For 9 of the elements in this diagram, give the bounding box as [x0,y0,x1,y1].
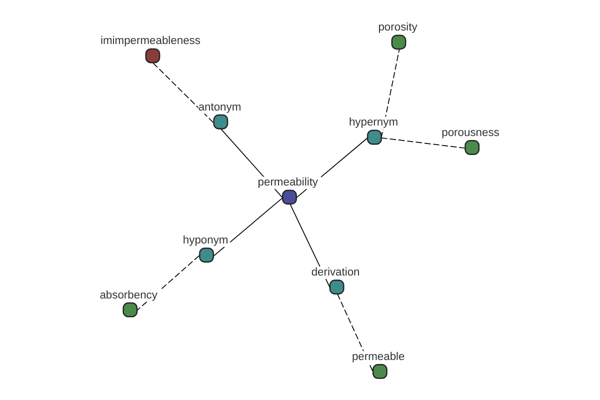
connector [152,62,214,123]
connector [336,293,374,373]
node-label: imimpermeableness [100,35,200,48]
node-label: porosity [378,22,417,34]
connector [380,137,466,149]
node-text: antonym [198,101,241,114]
connector [136,255,199,311]
node-label: porousness [441,126,499,139]
connector [213,197,283,256]
